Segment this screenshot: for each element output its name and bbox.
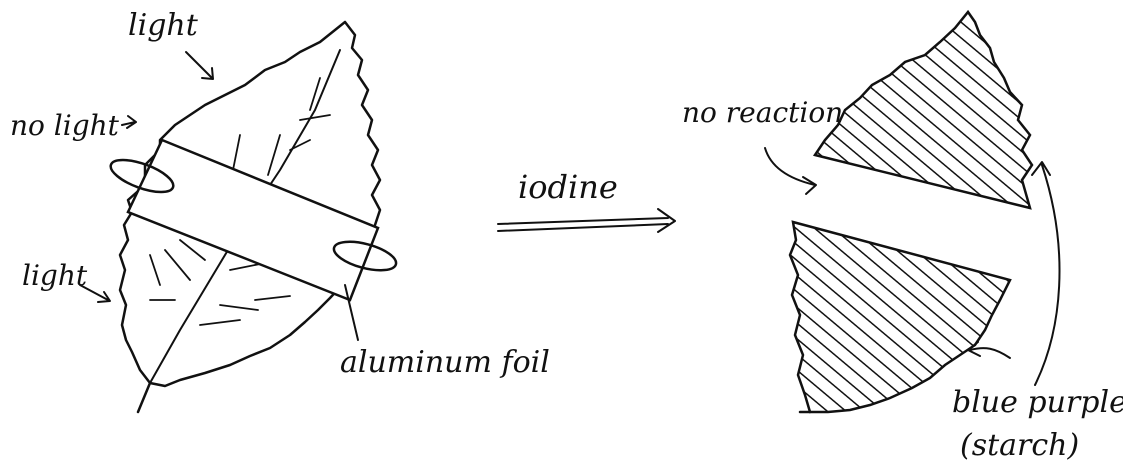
leaf-right-group xyxy=(790,12,1032,412)
arrow-no-reaction xyxy=(765,148,816,194)
leaf-stem xyxy=(138,383,150,412)
label-aluminum-foil: aluminum foil xyxy=(340,345,550,380)
label-no-reaction: no reaction xyxy=(682,96,843,129)
arrow-light-top xyxy=(186,52,213,79)
arrow-no-light xyxy=(122,116,136,128)
starch-region-top xyxy=(815,12,1032,208)
label-light-left: light xyxy=(22,259,88,292)
starch-region-bottom xyxy=(790,222,1010,412)
arrow-blue-purple-top xyxy=(1032,162,1060,385)
arrow-light-left xyxy=(80,285,110,302)
label-no-light: no light xyxy=(10,109,120,142)
iodine-arrow xyxy=(498,209,675,232)
label-starch: (starch) xyxy=(960,428,1079,463)
aluminum-foil-strip xyxy=(128,140,378,300)
label-light-top: light xyxy=(128,8,199,43)
label-iodine: iodine xyxy=(518,168,618,206)
label-blue-purple: blue purple xyxy=(952,385,1123,420)
arrow-blue-purple-bottom xyxy=(968,342,1010,358)
